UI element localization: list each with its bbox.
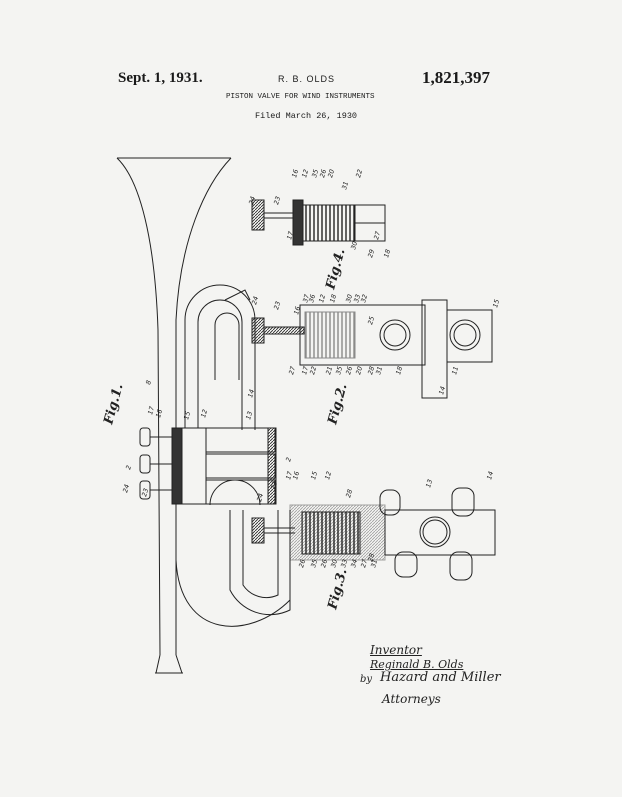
reference-numeral: 13: [424, 478, 434, 488]
reference-numeral: 31: [374, 365, 384, 375]
reference-numeral: 30: [329, 558, 339, 568]
reference-numeral: 26: [297, 558, 307, 568]
reference-numeral: 25: [366, 315, 376, 325]
reference-numeral: 31: [340, 180, 350, 190]
reference-numeral: 31: [369, 558, 379, 568]
reference-numeral: 24: [121, 483, 131, 493]
reference-numeral: 16: [154, 408, 164, 418]
reference-numeral: 22: [308, 365, 318, 375]
reference-numeral: 14: [246, 388, 256, 398]
fig1-label: Fig.1.: [101, 382, 126, 427]
reference-numeral: 2: [284, 456, 293, 462]
reference-numeral: 17: [285, 230, 295, 241]
fig2-valve-section: [251, 299, 493, 399]
reference-numeral: 33: [339, 558, 349, 568]
reference-numeral: 12: [317, 293, 327, 303]
reference-numeral: 30: [344, 293, 354, 303]
reference-numeral: 22: [354, 168, 364, 178]
signature-attorneys: Hazard and Miller: [380, 670, 501, 685]
reference-numeral: 17: [284, 470, 294, 481]
filed-date: Filed March 26, 1930: [255, 111, 358, 121]
signature-attorneys-label: Attorneys: [382, 692, 441, 706]
reference-numeral: 21: [324, 365, 334, 375]
reference-numeral: 18: [394, 365, 404, 375]
reference-numeral: 36: [307, 293, 317, 303]
reference-numeral: 20: [354, 365, 364, 375]
reference-numeral: 26: [319, 558, 329, 568]
signature-inventor: Reginald B. Olds: [370, 658, 464, 671]
reference-numeral: 18: [328, 293, 338, 303]
reference-numeral: 8: [144, 379, 153, 385]
reference-numeral: 16: [290, 168, 300, 178]
reference-numeral: 24: [247, 195, 257, 205]
reference-numeral: 33: [352, 293, 362, 303]
reference-numeral: 17: [300, 365, 310, 376]
reference-numeral: 24: [250, 295, 260, 305]
reference-numeral: 11: [450, 365, 460, 375]
reference-numeral: 26: [318, 168, 328, 178]
patent-date: Sept. 1, 1931.: [118, 70, 203, 86]
fig3-label: Fig.3.: [325, 567, 350, 612]
fig1-trumpet: [116, 157, 291, 674]
reference-numeral: 23: [272, 300, 282, 310]
reference-numeral: 23: [269, 480, 279, 490]
reference-numeral: 37: [301, 293, 311, 304]
reference-numeral: 14: [437, 385, 447, 395]
reference-numeral: 32: [359, 293, 369, 303]
reference-numeral: 35: [309, 558, 319, 568]
signature-by: by: [360, 674, 373, 685]
reference-numeral: 27: [372, 230, 382, 241]
reference-numeral: 23: [272, 195, 282, 205]
reference-numeral: 2: [124, 464, 133, 470]
fig4-valve-detail: [251, 199, 386, 246]
reference-numeral: 16: [291, 470, 301, 480]
reference-numeral: 35: [310, 168, 320, 178]
reference-numeral: 12: [300, 168, 310, 178]
reference-numeral: 17: [146, 405, 156, 416]
reference-numeral: 27: [287, 365, 297, 376]
reference-numeral: 13: [244, 410, 254, 420]
reference-numeral: 15: [182, 410, 192, 420]
reference-numeral: 28: [344, 488, 354, 498]
reference-numeral: 12: [323, 470, 333, 480]
reference-numeral: 35: [334, 365, 344, 375]
reference-numeral: 29: [366, 248, 376, 258]
reference-numeral: 34: [349, 558, 359, 568]
fig2-label: Fig.2.: [325, 382, 350, 427]
reference-numeral: 28: [366, 365, 376, 375]
fig3-valve-section: [251, 487, 496, 581]
reference-numeral: 15: [491, 298, 501, 308]
signature-heading: Inventor: [370, 643, 422, 657]
reference-numeral: 30: [349, 240, 359, 250]
reference-numeral: 23: [140, 487, 150, 497]
reference-numeral: 28: [366, 552, 376, 562]
reference-numeral: 24: [255, 492, 265, 502]
reference-numeral: 27: [359, 558, 369, 569]
inventor-name: R. B. OLDS: [278, 74, 336, 84]
reference-numeral: 15: [309, 470, 319, 480]
reference-numeral: 20: [326, 168, 336, 178]
reference-numeral: 16: [292, 305, 302, 315]
reference-numeral: 14: [485, 470, 495, 480]
reference-numeral: 26: [344, 365, 354, 375]
patent-title: PISTON VALVE FOR WIND INSTRUMENTS: [226, 93, 375, 101]
fig4-label: Fig.4.: [323, 247, 348, 292]
patent-number: 1,821,397: [422, 68, 490, 87]
reference-numeral: 18: [382, 248, 392, 258]
reference-numeral: 12: [199, 408, 209, 418]
